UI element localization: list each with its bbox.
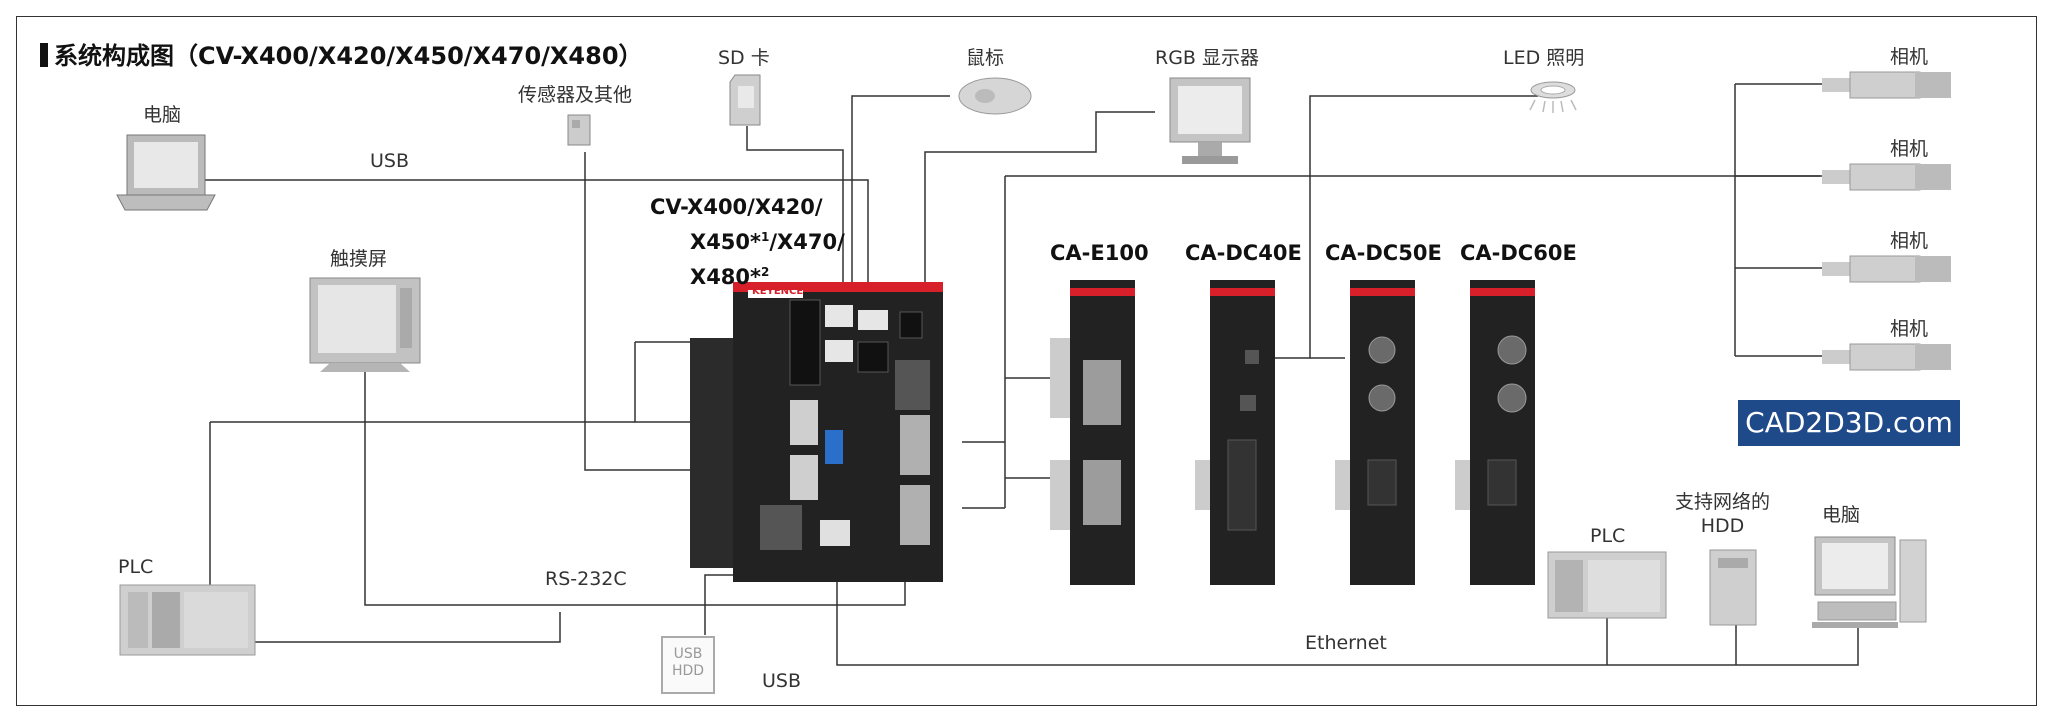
ethernet-cable bbox=[836, 540, 1859, 666]
model-line-1: CV-X400/X420/ bbox=[650, 195, 823, 219]
unit-label-ca-dc60e: CA-DC60E bbox=[1460, 241, 1577, 265]
rgb-cable bbox=[924, 111, 1155, 312]
label-led-light: LED 照明 bbox=[1503, 47, 1585, 69]
camera-icons bbox=[1822, 71, 1951, 371]
plc-right-icon bbox=[1547, 551, 1667, 619]
label-plc-right: PLC bbox=[1590, 525, 1626, 547]
controller-model-label: CV-X400/X420/ X450*1/X470/ X480*2 bbox=[650, 192, 845, 292]
rgb-monitor-icon bbox=[1169, 77, 1251, 164]
diagram-title: 系统构成图（CV-X400/X420/X450/X470/X480） bbox=[40, 36, 643, 71]
controller-unit bbox=[690, 282, 943, 582]
model-line-3: X480*2 bbox=[690, 265, 770, 289]
label-network-hdd: 支持网络的 HDD bbox=[1675, 491, 1771, 537]
led-light-icon bbox=[1529, 81, 1577, 113]
label-touch-panel: 触摸屏 bbox=[330, 248, 388, 270]
diagram-frame bbox=[16, 16, 2037, 706]
network-hdd-icon bbox=[1709, 549, 1757, 626]
label-camera-1: 相机 bbox=[1890, 46, 1929, 68]
camera-icon-4 bbox=[1822, 343, 1951, 371]
unit-ca-dc60e bbox=[1455, 280, 1535, 585]
label-plc-left: PLC bbox=[118, 556, 154, 578]
unit-label-ca-dc40e: CA-DC40E bbox=[1185, 241, 1302, 265]
sd-cable bbox=[746, 126, 844, 300]
label-usb-bottom: USB bbox=[762, 670, 802, 692]
title-text: 系统构成图（CV-X400/X420/X450/X470/X480） bbox=[54, 42, 643, 70]
unit-ca-dc40e bbox=[1195, 280, 1275, 585]
usb-hdd-icon bbox=[661, 636, 715, 694]
label-mouse: 鼠标 bbox=[966, 47, 1005, 69]
sensor-icon bbox=[567, 114, 591, 146]
led-cable bbox=[1255, 95, 1538, 359]
label-pc-top: 电脑 bbox=[143, 104, 182, 126]
usb-cable-top bbox=[205, 179, 869, 290]
camera-icon-3 bbox=[1822, 255, 1951, 283]
label-rs232c: RS-232C bbox=[545, 568, 627, 590]
brand-logo: KEYENCE bbox=[752, 286, 804, 297]
label-sensor: 传感器及其他 bbox=[518, 84, 633, 106]
label-camera-4: 相机 bbox=[1890, 318, 1929, 340]
camera-icon-1 bbox=[1822, 71, 1951, 99]
title-marker bbox=[40, 43, 48, 67]
label-ethernet: Ethernet bbox=[1305, 632, 1387, 654]
laptop-icon bbox=[116, 134, 216, 211]
sd-card-icon bbox=[729, 74, 761, 126]
watermark-badge: CAD2D3D.com bbox=[1738, 400, 1960, 446]
label-usb-top: USB bbox=[370, 150, 410, 172]
label-usb-hdd: USB HDD bbox=[671, 646, 705, 679]
desktop-pc-icon bbox=[1812, 536, 1927, 628]
camera-icon-2 bbox=[1822, 163, 1951, 191]
plc-left-icon bbox=[119, 584, 256, 656]
label-pc-right: 电脑 bbox=[1822, 504, 1861, 526]
unit-ca-e100 bbox=[1050, 280, 1135, 585]
unit-label-ca-dc50e: CA-DC50E bbox=[1325, 241, 1442, 265]
label-sd-card: SD 卡 bbox=[718, 47, 770, 69]
label-rgb-monitor: RGB 显示器 bbox=[1155, 47, 1259, 69]
label-camera-2: 相机 bbox=[1890, 138, 1929, 160]
model-line-2: X450*1/X470/ bbox=[690, 230, 845, 254]
label-camera-3: 相机 bbox=[1890, 230, 1929, 252]
touch-panel-icon bbox=[309, 277, 421, 372]
unit-label-ca-e100: CA-E100 bbox=[1050, 241, 1149, 265]
mouse-icon bbox=[958, 77, 1032, 115]
unit-ca-dc50e bbox=[1335, 280, 1415, 585]
